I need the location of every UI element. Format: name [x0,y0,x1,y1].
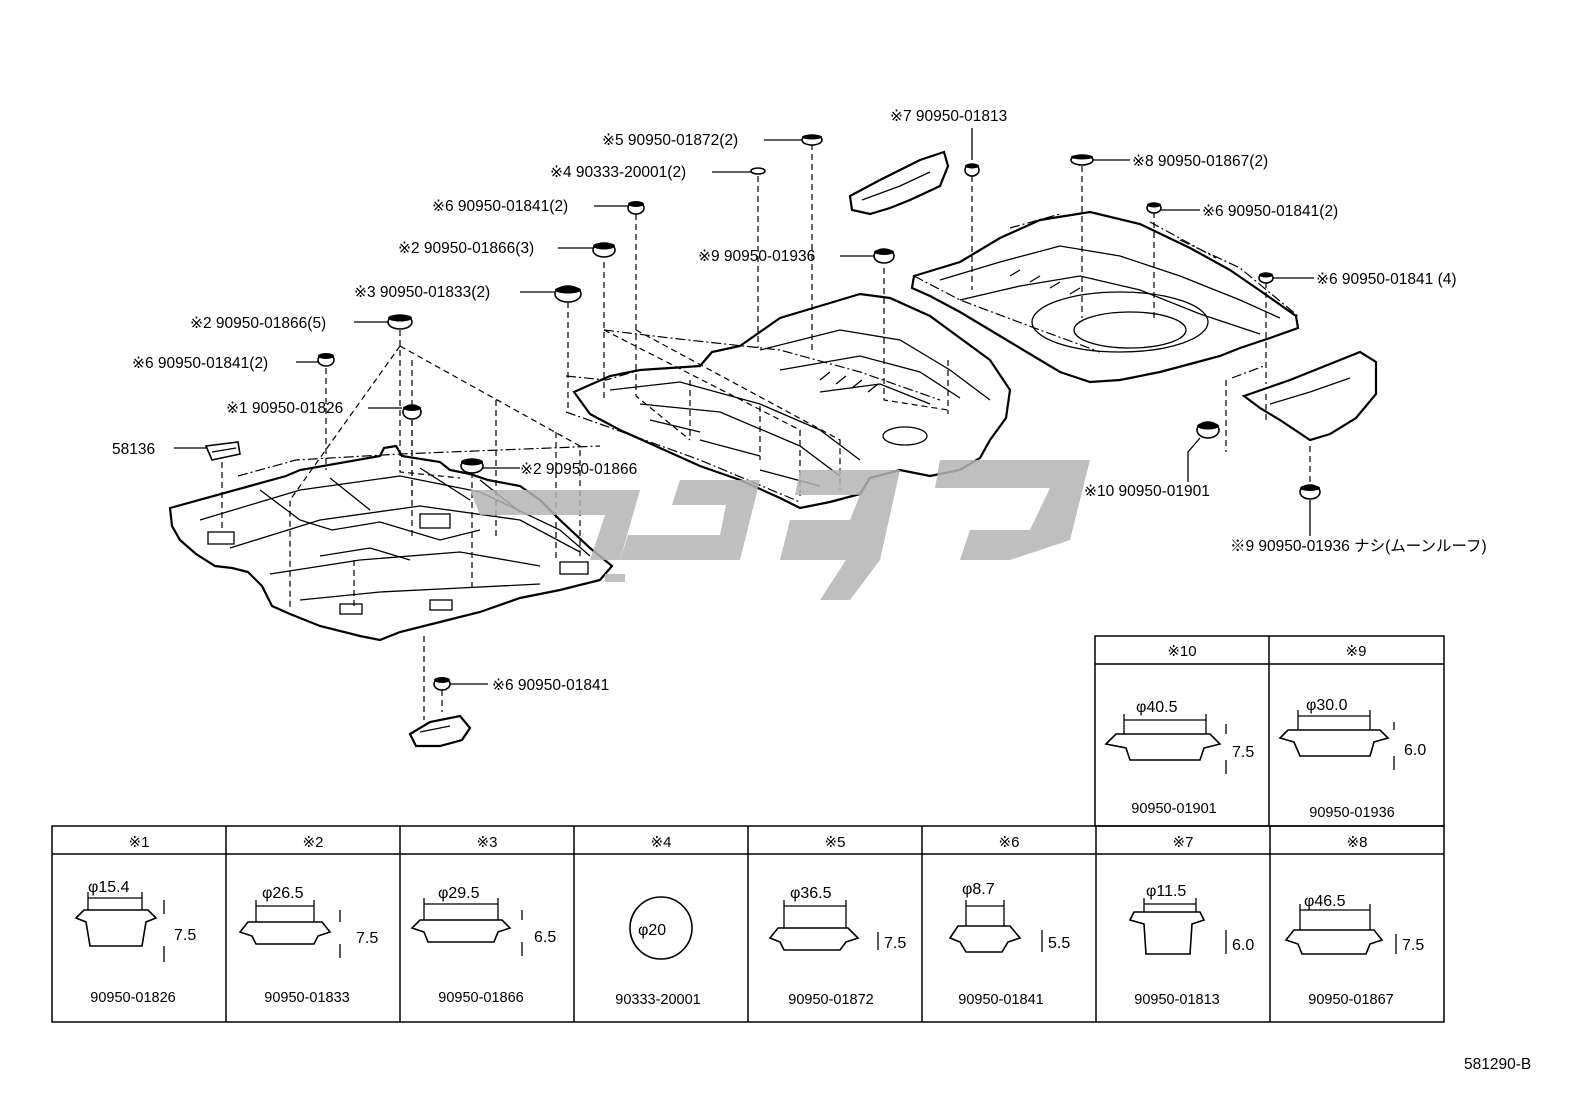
dim-h-5: 7.5 [884,935,906,952]
plug-10 [1196,421,1220,439]
part-4: 90333-20001 [615,992,700,1008]
plug-9b [1299,484,1321,500]
spec-table-top: ※10 ※9 φ40.5 7.5 90950-01901 φ30.0 6.0 9… [1094,635,1445,827]
lower-bracket [408,714,472,748]
table-top-mark-9: ※9 [1346,643,1367,660]
dim-dia-3: φ29.5 [438,885,480,902]
dim-h-1: 7.5 [174,927,196,944]
part-5: 90950-01872 [788,992,873,1008]
figure-code: 581290-B [1464,1056,1531,1073]
callout-6-c: ※6 90950-01841(2) [1202,203,1338,220]
callout-6-b: ※6 90950-01841(2) [432,198,568,215]
callout-58136: 58136 [112,441,155,458]
part-10: 90950-01901 [1131,801,1216,817]
plug-1 [402,404,422,420]
part-6: 90950-01841 [958,992,1043,1008]
table-mark-1: ※1 [129,834,150,851]
dim-dia-10: φ40.5 [1136,699,1178,716]
plug-6a [317,353,335,367]
dim-dia-1: φ15.4 [88,879,130,896]
plug-9a [873,248,895,264]
leader-lines [174,128,1314,685]
dim-h-10: 7.5 [1232,744,1254,761]
dim-h-8: 7.5 [1402,937,1424,954]
table-mark-6: ※6 [999,834,1020,851]
table-mark-7: ※7 [1173,834,1194,851]
bracket-58136 [204,441,241,461]
plug-7 [964,163,980,177]
table-mark-3: ※3 [477,834,498,851]
plug-6b [627,201,645,215]
watermark-logo [470,460,1090,600]
callout-6-d: ※6 90950-01841 (4) [1316,271,1457,288]
table-mark-2: ※2 [303,834,324,851]
callout-9-a: ※9 90950-01936 [698,248,815,265]
callout-2-b: ※2 90950-01866(3) [398,240,534,257]
plug-6e [433,677,451,691]
callout-1: ※1 90950-01826 [226,400,343,417]
callout-5: ※5 90950-01872(2) [602,132,738,149]
part-2: 90950-01833 [264,990,349,1006]
callout-10: ※10 90950-01901 [1084,483,1210,500]
dim-dia-6: φ8.7 [962,881,995,898]
callout-labels: 58136 ※6 90950-01841(2) ※1 90950-01826 ※… [112,108,1487,694]
dim-dia-4: φ20 [638,922,666,939]
plugs [317,134,1321,691]
rear-floor-pan [910,210,1300,384]
plug-3 [554,285,582,303]
part-9: 90950-01936 [1309,805,1394,821]
dim-dia-5: φ36.5 [790,885,832,902]
callout-6-a: ※6 90950-01841(2) [132,355,268,372]
table-mark-8: ※8 [1347,834,1368,851]
plug-6d [1258,272,1274,284]
callout-8: ※8 90950-01867(2) [1132,153,1268,170]
center-floor-pan [572,292,1012,510]
plug-6c [1146,202,1162,214]
table-top-mark-10: ※10 [1167,643,1196,660]
plug-8 [1070,154,1094,166]
dim-h-7: 6.0 [1232,937,1254,954]
dim-h-2: 7.5 [356,930,378,947]
upper-bracket [848,150,950,216]
callout-2-c: ※2 90950-01866 [520,461,637,478]
dim-h-9: 6.0 [1404,742,1426,759]
callout-9-b: ※9 90950-01936 ナシ(ムーンルーフ) [1230,538,1487,555]
part-1: 90950-01826 [90,990,175,1006]
table-mark-4: ※4 [651,834,672,851]
plug-5 [801,134,823,146]
part-7: 90950-01813 [1134,992,1219,1008]
dim-dia-2: φ26.5 [262,885,304,902]
callout-3: ※3 90950-01833(2) [354,284,490,301]
dim-dia-7: φ11.5 [1146,883,1186,900]
dim-h-6: 5.5 [1048,935,1070,952]
part-8: 90950-01867 [1308,992,1393,1008]
dim-h-3: 6.5 [534,929,556,946]
plug-4 [750,167,766,175]
spec-table-bottom: ※1 ※2 ※3 ※4 ※5 ※6 ※7 ※8 φ15.4 7.5 90950-… [51,825,1445,1023]
plug-2c [460,458,484,474]
dim-dia-8: φ46.5 [1304,893,1346,910]
plug-2b [592,242,616,258]
callout-2-a: ※2 90950-01866(5) [190,315,326,332]
table-mark-5: ※5 [825,834,846,851]
dim-dia-9: φ30.0 [1306,697,1348,714]
callout-4: ※4 90333-20001(2) [550,164,686,181]
callout-6-e: ※6 90950-01841 [492,677,609,694]
right-bracket [1241,350,1378,442]
plug-2a [387,314,413,330]
assembly-outlines [237,213,1299,503]
part-3: 90950-01866 [438,990,523,1006]
callout-7: ※7 90950-01813 [890,108,1007,125]
